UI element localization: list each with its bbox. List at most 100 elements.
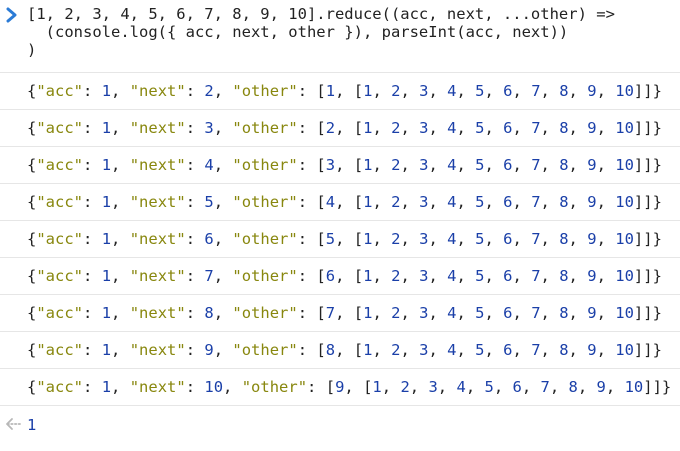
key-acc: "acc" bbox=[36, 304, 84, 322]
punct: : bbox=[297, 267, 317, 285]
punct: , bbox=[540, 230, 560, 248]
punct: , bbox=[335, 156, 354, 174]
punct: , bbox=[596, 82, 616, 100]
value-acc: 1 bbox=[101, 304, 112, 322]
punct: : bbox=[297, 230, 317, 248]
punct: , bbox=[111, 230, 130, 248]
punct: , bbox=[596, 156, 616, 174]
value-other-index: 9 bbox=[335, 378, 345, 396]
array-value: 6 bbox=[503, 82, 513, 100]
array-value: 9 bbox=[587, 230, 597, 248]
array-value: 7 bbox=[531, 82, 541, 100]
punct: , bbox=[512, 267, 532, 285]
array-value: 10 bbox=[615, 230, 634, 248]
punct: , bbox=[521, 378, 541, 396]
array-value: 6 bbox=[503, 304, 513, 322]
array-value: 1 bbox=[363, 82, 373, 100]
punct: , bbox=[484, 119, 504, 137]
array-value: 9 bbox=[587, 304, 597, 322]
array-value: 9 bbox=[587, 119, 597, 137]
array-value: 5 bbox=[475, 267, 485, 285]
array-value: 8 bbox=[568, 378, 578, 396]
punct: : bbox=[297, 82, 317, 100]
array-value: 2 bbox=[400, 378, 410, 396]
array-value: 9 bbox=[587, 193, 597, 211]
array-value: 3 bbox=[419, 230, 429, 248]
array-value: 4 bbox=[447, 156, 457, 174]
array-value: 8 bbox=[559, 230, 569, 248]
punct: , bbox=[372, 267, 392, 285]
bracket: [ bbox=[353, 82, 364, 100]
punct: , bbox=[400, 193, 420, 211]
brace: } bbox=[652, 267, 662, 285]
punct: , bbox=[335, 119, 354, 137]
punct: : bbox=[297, 341, 317, 359]
array-value: 3 bbox=[419, 267, 429, 285]
punct: , bbox=[484, 341, 504, 359]
key-other: "other" bbox=[232, 267, 298, 285]
bracket: ]] bbox=[633, 304, 653, 322]
punct: , bbox=[400, 119, 420, 137]
array-value: 7 bbox=[531, 267, 541, 285]
punct: , bbox=[400, 341, 420, 359]
punct: , bbox=[428, 193, 448, 211]
array-value: 7 bbox=[540, 378, 550, 396]
brace: { bbox=[27, 156, 37, 174]
bracket: [ bbox=[316, 230, 326, 248]
brace: { bbox=[27, 378, 37, 396]
key-acc: "acc" bbox=[36, 119, 84, 137]
punct: , bbox=[428, 156, 448, 174]
key-acc: "acc" bbox=[36, 82, 84, 100]
punct: , bbox=[456, 193, 476, 211]
array-value: 5 bbox=[475, 304, 485, 322]
punct: , bbox=[540, 341, 560, 359]
punct: : bbox=[83, 156, 102, 174]
punct: , bbox=[484, 304, 504, 322]
array-value: 10 bbox=[615, 267, 634, 285]
punct: , bbox=[484, 82, 504, 100]
brace: { bbox=[27, 267, 37, 285]
console-input-entry[interactable]: [1, 2, 3, 4, 5, 6, 7, 8, 9, 10].reduce((… bbox=[0, 0, 680, 73]
punct: , bbox=[344, 378, 364, 396]
punct: , bbox=[213, 341, 233, 359]
punct: , bbox=[456, 82, 476, 100]
punct: , bbox=[596, 193, 616, 211]
value-next: 8 bbox=[204, 304, 214, 322]
brace: } bbox=[652, 156, 662, 174]
array-value: 3 bbox=[419, 193, 429, 211]
array-value: 1 bbox=[372, 378, 382, 396]
key-other: "other" bbox=[232, 304, 298, 322]
array-value: 7 bbox=[531, 193, 541, 211]
array-value: 2 bbox=[391, 193, 401, 211]
punct: , bbox=[335, 230, 354, 248]
array-value: 2 bbox=[391, 119, 401, 137]
bracket: [ bbox=[316, 119, 326, 137]
punct: , bbox=[568, 193, 588, 211]
punct: , bbox=[409, 378, 429, 396]
punct: : bbox=[297, 156, 317, 174]
return-arrow-icon bbox=[6, 418, 21, 430]
array-value: 10 bbox=[615, 341, 634, 359]
array-value: 6 bbox=[503, 119, 513, 137]
brace: { bbox=[27, 193, 37, 211]
value-next: 9 bbox=[204, 341, 214, 359]
punct: : bbox=[185, 82, 205, 100]
punct: , bbox=[400, 230, 420, 248]
punct: , bbox=[213, 193, 233, 211]
code-line: ) bbox=[27, 41, 37, 59]
punct: , bbox=[428, 304, 448, 322]
array-value: 5 bbox=[475, 341, 485, 359]
punct: , bbox=[596, 119, 616, 137]
punct: : bbox=[185, 230, 205, 248]
bracket: ]] bbox=[633, 267, 653, 285]
console-result-row: 1 bbox=[0, 406, 680, 443]
key-next: "next" bbox=[129, 341, 186, 359]
punct: : bbox=[185, 267, 205, 285]
punct: , bbox=[335, 193, 354, 211]
bracket: ]] bbox=[643, 378, 662, 396]
punct: , bbox=[335, 341, 354, 359]
punct: , bbox=[213, 156, 233, 174]
punct: , bbox=[223, 378, 242, 396]
value-other-index: 1 bbox=[325, 82, 336, 100]
